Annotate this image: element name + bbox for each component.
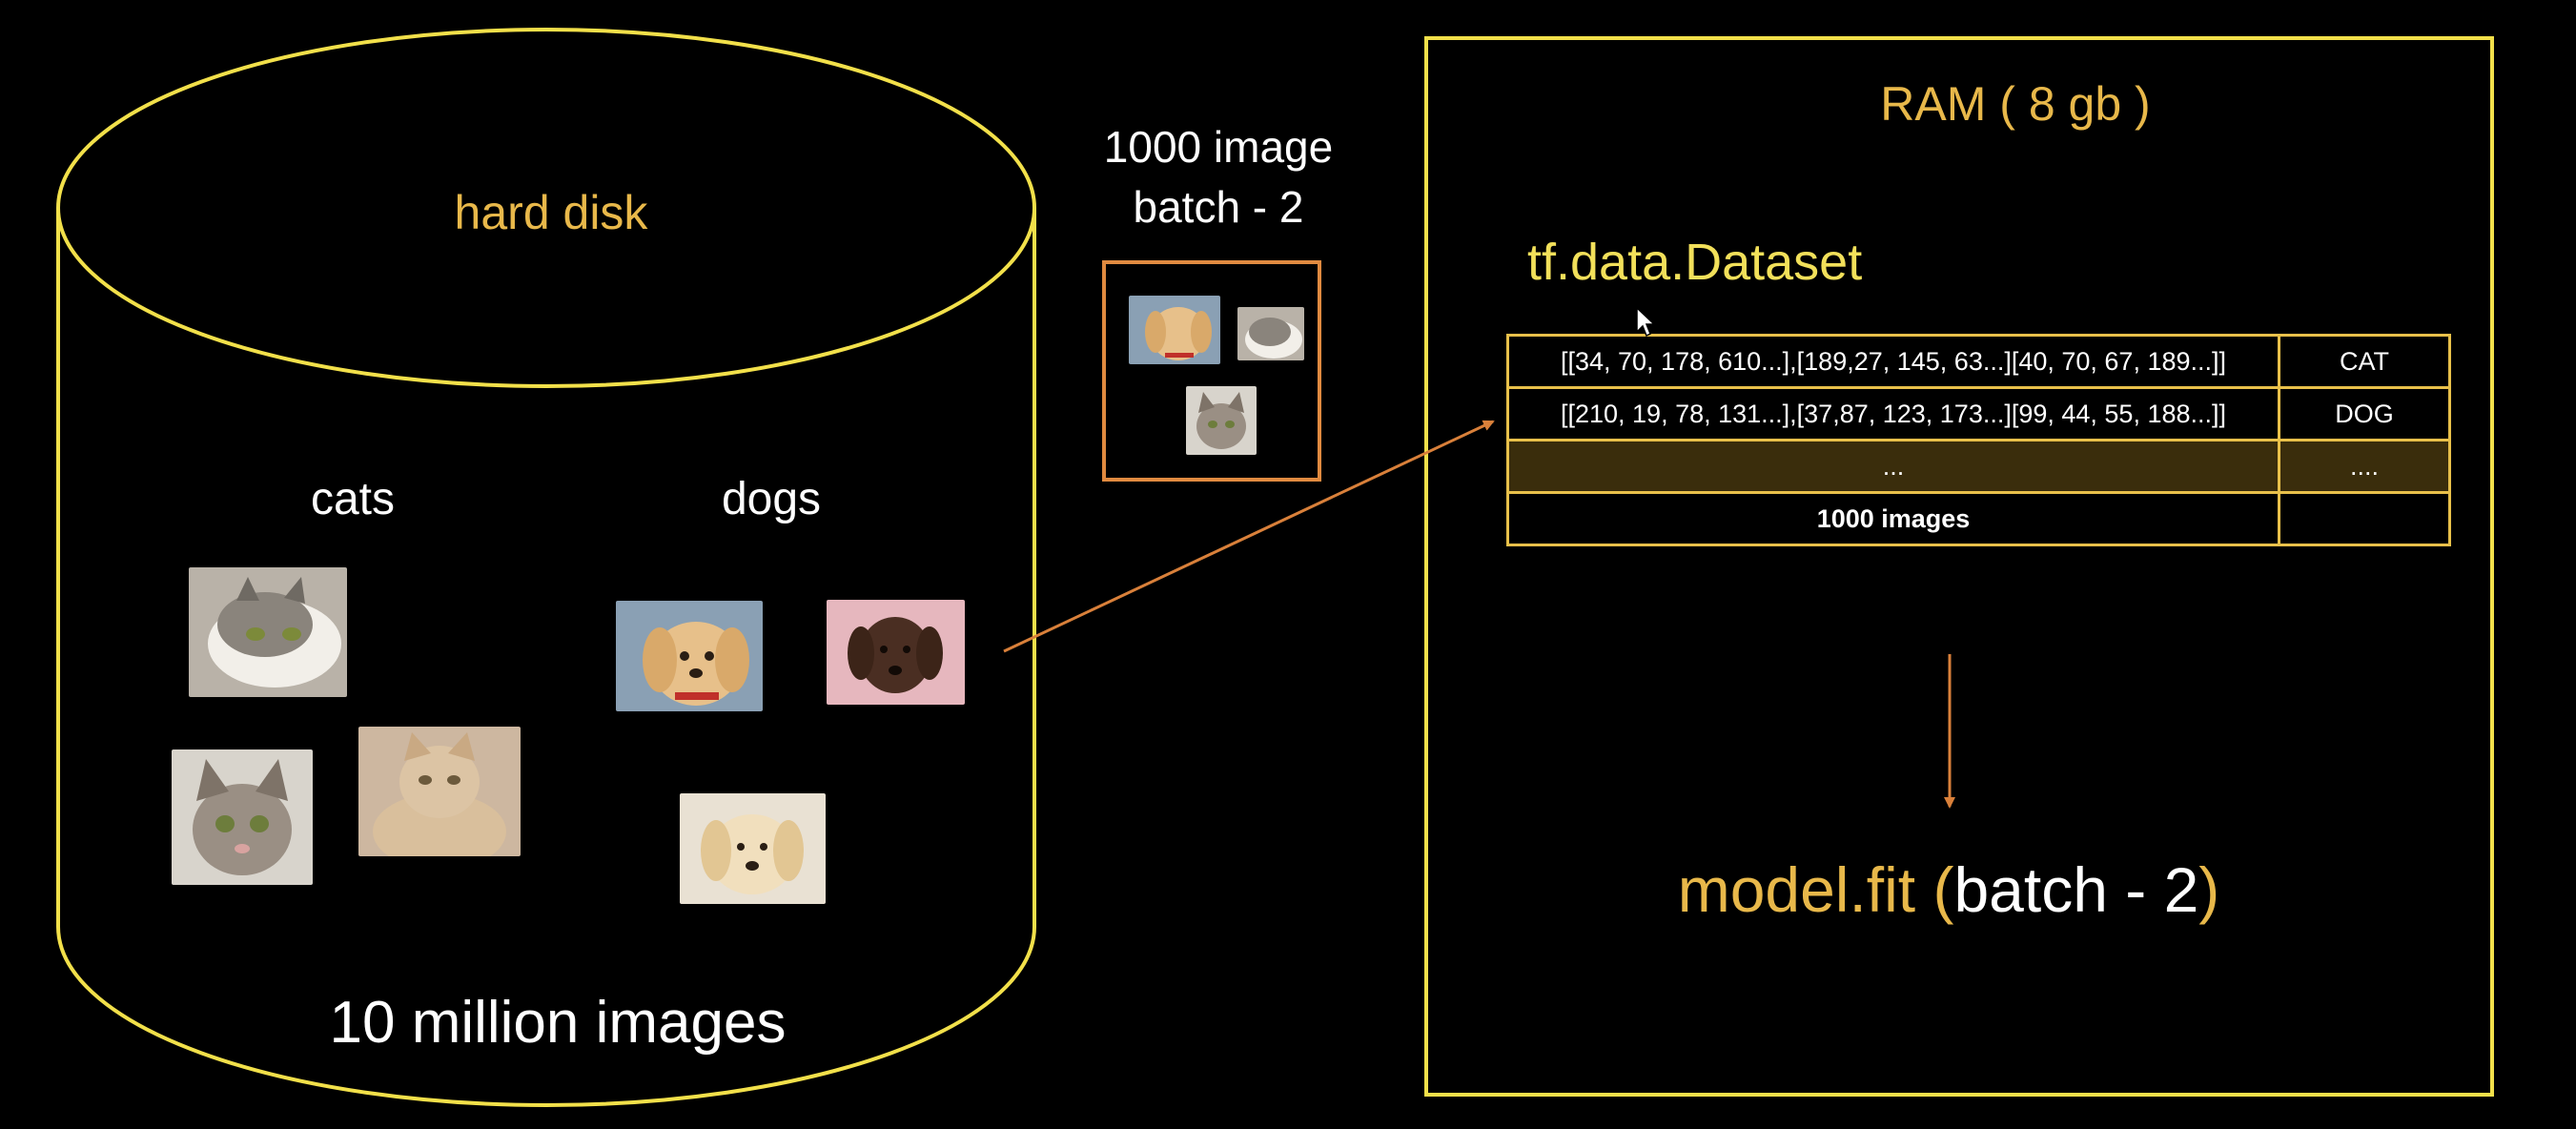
model-fit-function: model.fit [1677,854,1916,925]
row-label-cell: CAT [2278,334,2451,389]
model-fit-close-paren: ) [2198,854,2220,925]
dog-image [616,601,763,711]
dogs-label: dogs [721,474,822,524]
dataset-title: tf.data.Dataset [1527,234,1863,291]
mouse-pointer-icon [1636,307,1656,338]
ram-title: RAM ( 8 gb ) [1880,77,2151,131]
row-label-cell: DOG [2278,386,2451,441]
cat-image [189,567,347,697]
row-label-cell: .... [2278,439,2451,494]
dog-image [827,600,965,705]
cylinder-bottom [56,926,1036,1107]
table-row: 1000 images [1506,491,2451,546]
cat-image [1186,386,1257,455]
ram-box [1424,36,2494,1097]
cat-image [172,749,313,885]
row-data-cell: [[34, 70, 178, 610...],[189,27, 145, 63.… [1506,334,2280,389]
hard-disk-cylinder [56,28,1036,1107]
dataset-table: [[34, 70, 178, 610...],[189,27, 145, 63.… [1506,334,2451,546]
row-data-cell: [[210, 19, 78, 131...],[37,87, 123, 173.… [1506,386,2280,441]
cats-label: cats [310,474,396,524]
dog-image [680,793,826,904]
batch-label-line1: 1000 image [1103,122,1334,172]
table-row: [[34, 70, 178, 610...],[189,27, 145, 63.… [1506,334,2451,389]
batch-box [1102,260,1321,482]
cat-image [1237,307,1304,360]
dog-image [1129,296,1220,364]
row-data-cell: 1000 images [1506,491,2280,546]
model-fit-open-paren: ( [1932,854,1954,925]
model-fit-argument: batch - 2 [1953,854,2199,925]
table-row: [[210, 19, 78, 131...],[37,87, 123, 173.… [1506,386,2451,441]
model-fit-call: model.fit (batch - 2) [1678,858,2220,921]
batch-label-line2: batch - 2 [1133,182,1304,232]
row-label-cell [2278,491,2451,546]
hard-disk-total-label: 10 million images [329,990,787,1056]
hard-disk-label: hard disk [454,186,648,239]
disk-to-ram-arrow [1003,420,1495,653]
cat-image [358,727,521,856]
row-data-cell: ... [1506,439,2280,494]
table-row: ... .... [1506,439,2451,494]
